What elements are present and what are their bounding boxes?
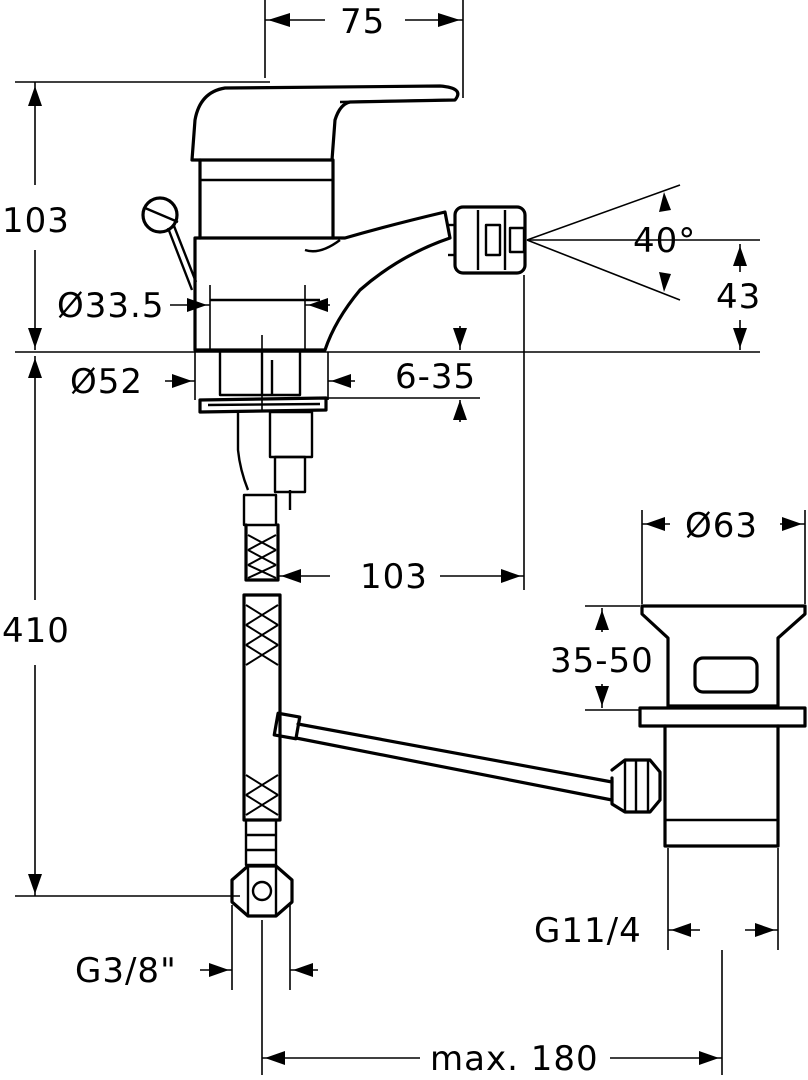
dimension-faucet-height: 103 (2, 81, 270, 350)
label-hose-length: 410 (2, 611, 70, 651)
pop-up-waste (610, 604, 807, 848)
dimension-base-diameter: Ø52 (70, 352, 355, 402)
linkage-rod (272, 711, 614, 802)
faucet-body (141, 84, 527, 352)
flexible-hose-lower (230, 593, 294, 918)
label-waste-diameter: Ø63 (685, 506, 758, 546)
dimension-body-diameter: Ø33.5 (57, 285, 330, 352)
dimension-spout-height: 43 (716, 244, 761, 350)
dimension-deck-thickness: 6-35 (320, 326, 480, 422)
dimension-max-distance: max. 180 (261, 920, 723, 1079)
flexible-hose-upper (242, 275, 525, 590)
dimension-spray-angle: 40° (526, 184, 760, 301)
label-max-distance: max. 180 (430, 1039, 599, 1079)
label-body-diameter: Ø33.5 (57, 286, 164, 326)
dimension-hose-length: 410 (2, 356, 240, 897)
dimension-hose-connection: G3/8" (75, 905, 318, 991)
dimension-waste-thickness: 35-50 (550, 605, 654, 711)
label-top-width: 75 (340, 2, 385, 42)
label-deck-thickness: 6-35 (395, 357, 476, 397)
label-faucet-height: 103 (2, 201, 70, 241)
label-waste-thickness: 35-50 (550, 641, 654, 681)
dimension-top-width: 75 (264, 0, 464, 98)
label-spout-height: 43 (716, 277, 761, 317)
dimension-waste-thread: G11/4 (534, 848, 779, 951)
label-waste-thread: G11/4 (534, 911, 642, 951)
label-spray-angle: 40° (633, 221, 696, 261)
mounting-hardware (198, 335, 328, 510)
label-hose-connection: G3/8" (75, 951, 177, 991)
label-base-diameter: Ø52 (70, 362, 143, 402)
dimension-waste-diameter: Ø63 (641, 506, 806, 604)
label-spout-reach: 103 (360, 557, 428, 597)
